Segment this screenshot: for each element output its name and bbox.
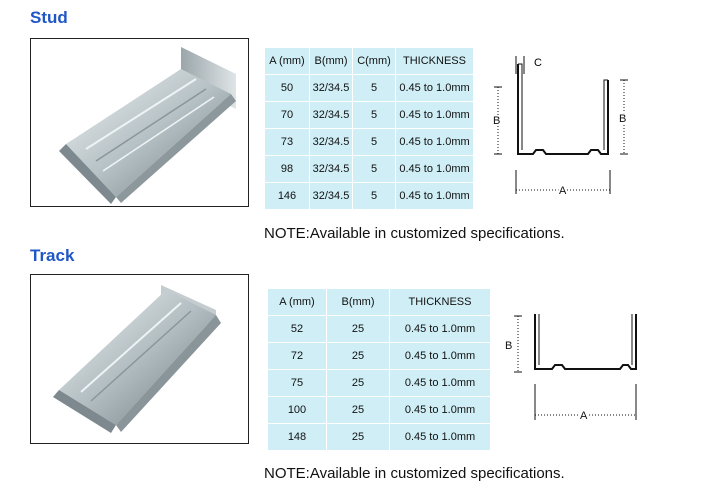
table-row: 72 25 0.45 to 1.0mm [267,342,491,370]
track-heading: Track [30,246,75,265]
table-row: 146 32/34.5 5 0.45 to 1.0mm [264,182,474,210]
dimension-label-c: C [534,57,542,69]
table-cell: 0.45 to 1.0mm [395,74,474,102]
stud-heading: Stud [30,8,68,27]
table-cell: 25 [326,423,390,451]
track-spec-table: A (mm) B(mm) THICKNESS 52 25 0.45 to 1.0… [267,288,491,451]
track-profile-photo-icon [53,285,221,433]
table-cell: 0.45 to 1.0mm [395,182,474,210]
table-row: 98 32/34.5 5 0.45 to 1.0mm [264,155,474,183]
table-cell: 70 [264,101,310,129]
stud-profile-photo-icon [59,47,236,204]
table-cell: 0.45 to 1.0mm [395,101,474,129]
table-row: 75 25 0.45 to 1.0mm [267,369,491,397]
column-header: A (mm) [267,288,327,316]
column-header: THICKNESS [389,288,491,316]
track-photo [30,274,249,444]
column-header: B(mm) [309,47,353,75]
table-row: 70 32/34.5 5 0.45 to 1.0mm [264,101,474,129]
table-cell: 5 [352,182,396,210]
table-cell: 0.45 to 1.0mm [389,342,491,370]
stud-note: NOTE:Available in customized specificati… [264,225,565,242]
dimension-label-b-right: B [619,113,626,125]
table-cell: 32/34.5 [309,101,353,129]
table-cell: 0.45 to 1.0mm [395,155,474,183]
table-cell: 50 [264,74,310,102]
table-cell: 32/34.5 [309,182,353,210]
table-cell: 0.45 to 1.0mm [395,128,474,156]
table-cell: 148 [267,423,327,451]
table-cell: 0.45 to 1.0mm [389,369,491,397]
table-cell: 52 [267,315,327,343]
table-cell: 100 [267,396,327,424]
column-header: THICKNESS [395,47,474,75]
table-row: 148 25 0.45 to 1.0mm [267,423,491,451]
table-cell: 75 [267,369,327,397]
table-cell: 98 [264,155,310,183]
dimension-label-b-left: B [493,115,500,127]
table-cell: 25 [326,396,390,424]
track-cross-section-diagram: B A [505,314,637,424]
table-row: 73 32/34.5 5 0.45 to 1.0mm [264,128,474,156]
table-cell: 5 [352,74,396,102]
table-cell: 5 [352,101,396,129]
table-row: 50 32/34.5 5 0.45 to 1.0mm [264,74,474,102]
table-cell: 73 [264,128,310,156]
track-note: NOTE:Available in customized specificati… [264,465,565,482]
dimension-label-a: A [580,410,588,422]
table-cell: 25 [326,342,390,370]
table-row: 100 25 0.45 to 1.0mm [267,396,491,424]
table-cell: 5 [352,155,396,183]
stud-photo [30,38,249,207]
table-cell: 72 [267,342,327,370]
table-cell: 0.45 to 1.0mm [389,315,491,343]
table-cell: 32/34.5 [309,128,353,156]
table-cell: 25 [326,315,390,343]
table-cell: 32/34.5 [309,155,353,183]
table-cell: 25 [326,369,390,397]
table-cell: 0.45 to 1.0mm [389,396,491,424]
column-header: A (mm) [264,47,310,75]
table-cell: 146 [264,182,310,210]
stud-cross-section-diagram: C B B A [492,56,628,199]
table-header-row: A (mm) B(mm) C(mm) THICKNESS [264,47,474,75]
dimension-label-b: B [505,340,512,352]
table-cell: 5 [352,128,396,156]
table-cell: 0.45 to 1.0mm [389,423,491,451]
table-cell: 32/34.5 [309,74,353,102]
stud-spec-table: A (mm) B(mm) C(mm) THICKNESS 50 32/34.5 … [264,47,474,210]
column-header: C(mm) [352,47,396,75]
dimension-label-a: A [559,185,567,197]
table-header-row: A (mm) B(mm) THICKNESS [267,288,491,316]
column-header: B(mm) [326,288,390,316]
table-row: 52 25 0.45 to 1.0mm [267,315,491,343]
